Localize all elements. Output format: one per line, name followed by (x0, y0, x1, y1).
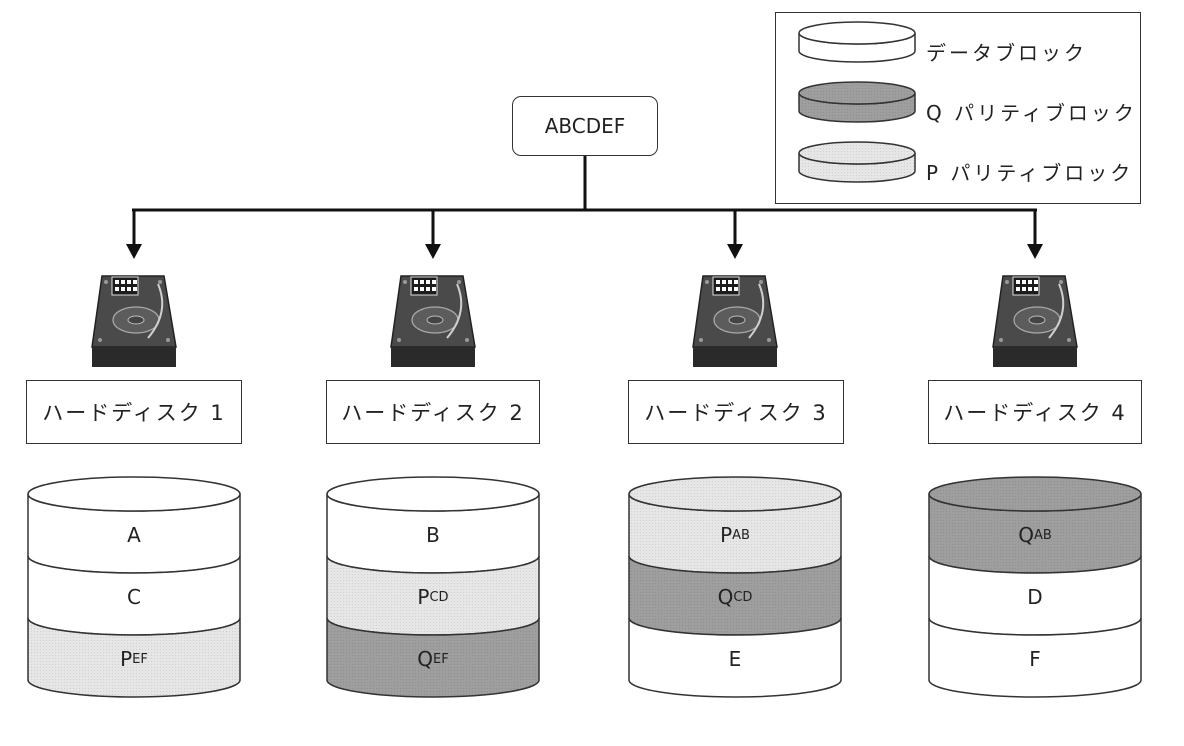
hdd-icon-4 (992, 275, 1078, 367)
block-shape-4-3 (928, 617, 1142, 698)
legend-label-q-parity: Q パリティブロック (926, 101, 1137, 125)
hdd-icon-2 (390, 275, 476, 367)
disk-label-2: ハードディスク 2 (326, 380, 540, 444)
hdd-icon-1 (91, 275, 177, 367)
disk-label-4: ハードディスク 4 (928, 380, 1142, 444)
cylinder-top-1 (27, 476, 241, 512)
hdd-icon-3 (692, 275, 778, 367)
arrow-head-4 (1027, 244, 1043, 259)
arrow-head-1 (126, 244, 142, 259)
legend-label-data: データブロック (926, 41, 1087, 65)
source-block-box: ABCDEF (512, 96, 658, 156)
legend-label-p-parity: P パリティブロック (926, 161, 1134, 185)
legend-item-p-parity: P パリティブロック (776, 147, 1140, 195)
hdd-icons (91, 275, 1078, 367)
disk-cylinder-4 (928, 476, 1142, 698)
legend: データブロック Q パリティブロック P パリティブロック (775, 12, 1141, 204)
legend-item-q-parity: Q パリティブロック (776, 87, 1140, 135)
disk-label-text-1: ハードディスク 1 (42, 401, 226, 425)
legend-shapes (798, 21, 916, 183)
disk-cylinder-3 (628, 476, 842, 698)
disk-label-text-2: ハードディスク 2 (341, 401, 525, 425)
disk-label-1: ハードディスク 1 (26, 380, 242, 444)
block-shape-3-3 (628, 617, 842, 698)
arrow-head-2 (425, 244, 441, 259)
disk-label-3: ハードディスク 3 (628, 380, 844, 444)
disk-label-text-3: ハードディスク 3 (644, 401, 828, 425)
connector-lines (126, 156, 1043, 259)
legend-item-data: データブロック (776, 27, 1140, 75)
disk-cylinder-1 (27, 476, 241, 698)
disk-cylinders (27, 476, 1142, 698)
source-block-label: ABCDEF (544, 114, 626, 138)
cylinder-top-2 (326, 476, 540, 512)
arrow-head-3 (727, 244, 743, 259)
disk-label-text-4: ハードディスク 4 (943, 401, 1127, 425)
disk-cylinder-2 (326, 476, 540, 698)
